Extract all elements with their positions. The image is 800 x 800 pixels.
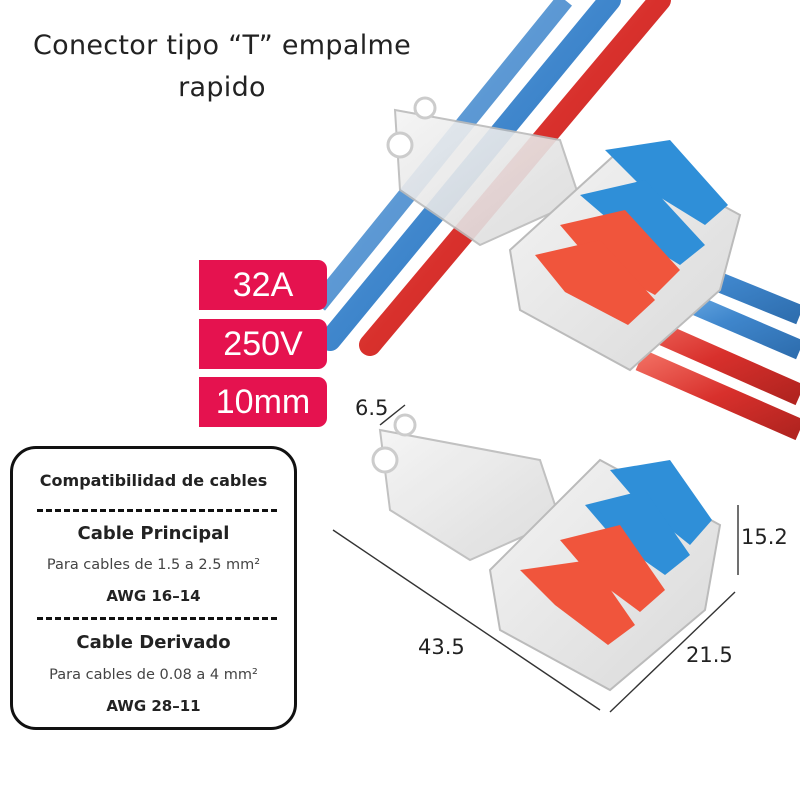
branch-cable-title: Cable Derivado <box>76 632 231 653</box>
main-cable-desc: Para cables de 1.5 a 2.5 mm² <box>46 557 261 573</box>
main-cable-title: Cable Principal <box>77 523 230 544</box>
divider <box>37 617 277 620</box>
main-cable-awg: AWG 16–14 <box>106 587 201 605</box>
branch-cable-awg: AWG 28–11 <box>106 697 201 715</box>
card-heading: Compatibilidad de cables <box>39 471 268 490</box>
dimension-label: 15.2 <box>741 525 788 549</box>
divider <box>37 509 277 512</box>
bottom-connector <box>371 413 722 692</box>
spec-current-badge: 32A <box>199 260 327 310</box>
dimension-label: 6.5 <box>355 396 389 420</box>
title-line-2: rapido <box>178 72 266 103</box>
branch-cable-desc: Para cables de 0.08 a 4 mm² <box>49 667 258 683</box>
top-connector <box>386 96 742 372</box>
spec-strip-length-badge: 10mm <box>199 377 327 427</box>
dimension-label: 43.5 <box>418 635 465 659</box>
spec-voltage-badge: 250V <box>199 319 327 369</box>
dimension-lines <box>332 404 739 713</box>
dimension-label: 21.5 <box>686 643 733 667</box>
title-line-1: Conector tipo “T” empalme <box>32 30 412 61</box>
cable-compatibility-card: Compatibilidad de cables Cable Principal… <box>10 446 297 730</box>
